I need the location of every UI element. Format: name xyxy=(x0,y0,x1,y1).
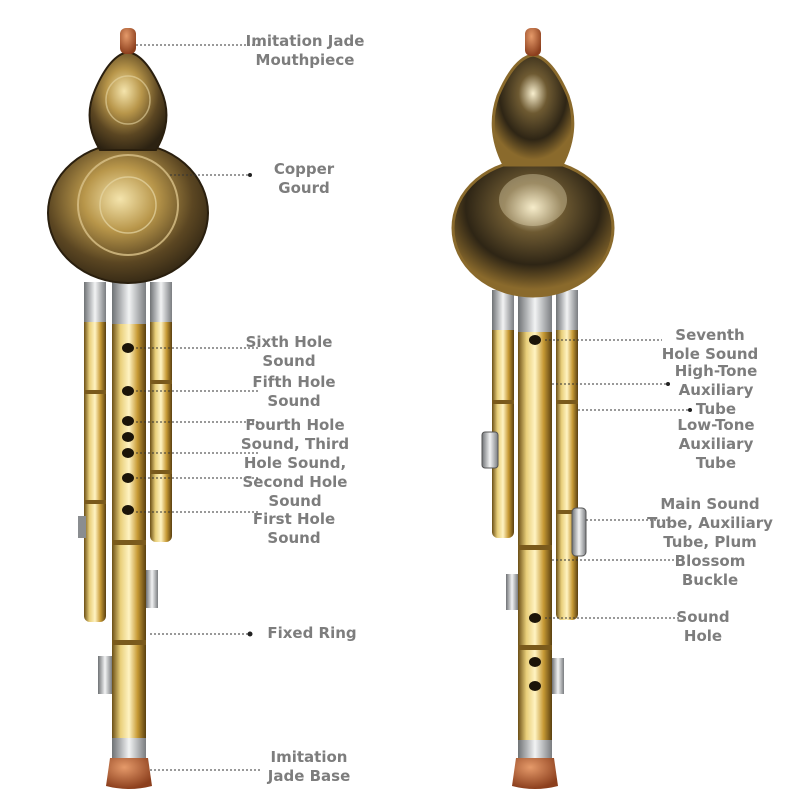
label-sixth-hole: Sixth Hole Sound xyxy=(245,333,333,370)
label-copper-gourd: Copper Gourd xyxy=(273,160,335,197)
back-gourd-neck xyxy=(491,53,575,167)
label-low-tone-tube: Low-Tone Auxiliary Tube xyxy=(677,416,755,472)
back-main-pipe xyxy=(518,288,552,758)
label-main-tube-buckle: Main Sound Tube, Auxiliary Tube, Plum Bl… xyxy=(647,495,773,589)
right-aux-pipe xyxy=(150,282,172,542)
leader-lines xyxy=(136,44,692,771)
main-pipe xyxy=(112,280,146,758)
label-fifth-hole: Fifth Hole Sound xyxy=(252,373,336,410)
label-seventh-hole: Seventh Hole Sound xyxy=(661,326,759,363)
back-sound-holes xyxy=(529,335,541,691)
front-finger-holes xyxy=(122,343,134,515)
jade-mouthpiece xyxy=(120,28,136,54)
label-sound-hole: Sound Hole xyxy=(676,608,730,645)
front-view-instrument xyxy=(47,28,209,789)
plum-blossom-buckle xyxy=(571,507,587,557)
label-first-hole: First Hole Sound xyxy=(252,510,336,547)
back-view-instrument xyxy=(451,28,615,789)
label-high-tone-tube: High-Tone Auxiliary Tube xyxy=(674,362,758,418)
label-fixed-ring: Fixed Ring xyxy=(267,624,357,642)
back-jade-mouthpiece xyxy=(525,28,541,56)
copper-gourd xyxy=(47,142,209,284)
gourd-neck xyxy=(88,50,168,151)
label-jade-base: Imitation Jade Base xyxy=(267,748,351,785)
label-mouthpiece: Imitation Jade Mouthpiece xyxy=(245,32,365,69)
left-aux-pipe xyxy=(84,282,106,622)
label-fourth-to-second-hole: Fourth Hole Sound, Third Hole Sound, Sec… xyxy=(240,416,350,510)
jade-base xyxy=(106,758,152,789)
back-left-aux-pipe xyxy=(492,290,514,538)
fixed-ring xyxy=(146,570,158,608)
back-jade-base xyxy=(512,758,558,789)
